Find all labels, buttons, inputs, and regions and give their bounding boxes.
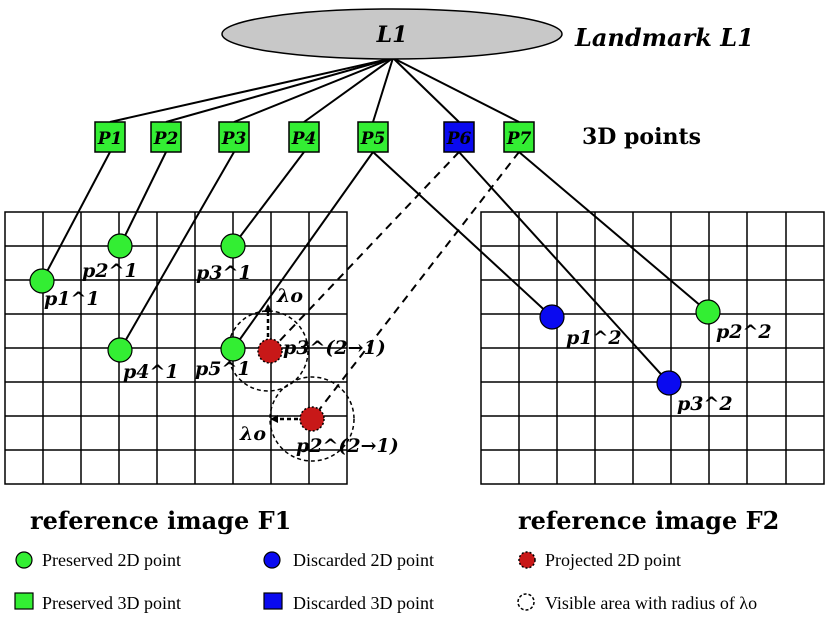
- points-2d-f1: [29, 233, 325, 432]
- point3d-p1-label: P1: [97, 129, 123, 149]
- point3d-p5-label: P5: [360, 129, 386, 149]
- landmark-ellipse: [221, 8, 563, 60]
- green-square-icon: [14, 592, 34, 610]
- dashed-circle-icon: [517, 593, 535, 611]
- label-p2-1: p2^1: [82, 260, 138, 282]
- point3d-p6: [443, 121, 475, 153]
- label-p5-1: p5^1: [195, 358, 251, 380]
- point3d-p3: [218, 121, 250, 153]
- blue-square-icon: [263, 592, 283, 610]
- radius-label-top: λo: [276, 285, 303, 307]
- landmark-edges: [109, 57, 520, 123]
- caption-image-f1: reference image F1: [30, 506, 291, 535]
- label-p4-1: p4^1: [123, 361, 179, 383]
- grid-image-f1: [4, 211, 348, 485]
- point3d-p1: [94, 121, 126, 153]
- legend-preserved-3d: Preserved 3D point: [42, 593, 181, 613]
- point-labels-f2: p1^2 p2^2 p3^2: [566, 321, 772, 415]
- legend-projected-2d: Projected 2D point: [545, 550, 681, 570]
- point2d-p1-1: [29, 268, 55, 294]
- legend-preserved-2d: Preserved 2D point: [42, 550, 181, 570]
- legend-discarded-3d: Discarded 3D point: [293, 593, 434, 613]
- observation-edges: [41, 151, 709, 384]
- point2d-p2-1: [107, 233, 133, 259]
- projected-p3-2to1: [257, 338, 283, 364]
- radius-label-bottom: λo: [239, 423, 266, 445]
- point3d-p2-label: P2: [153, 129, 179, 149]
- point2d-p2-2: [695, 299, 721, 325]
- visible-area-circle: [269, 376, 355, 462]
- label-p2-2: p2^2: [716, 321, 772, 343]
- points3d-caption: 3D points: [582, 124, 701, 150]
- point2d-p3-2: [656, 370, 682, 396]
- label-p2-2to1: p2^(2→1): [296, 435, 399, 457]
- green-circle-icon: [15, 551, 33, 569]
- point2d-p5-1: [220, 336, 246, 362]
- legend-visible-area: Visible area with radius of λo: [545, 593, 757, 613]
- red-dotted-circle-icon: [518, 551, 536, 569]
- point3d-p3-label: P3: [221, 129, 247, 149]
- label-p3-2to1: p3^(2→1): [283, 337, 386, 359]
- label-p3-2: p3^2: [677, 393, 733, 415]
- point3d-p4: [288, 121, 320, 153]
- point2d-p3-1: [220, 233, 246, 259]
- landmark-ellipse-label: L1: [376, 22, 408, 48]
- projected-p2-2to1: [299, 406, 325, 432]
- point2d-p1-2: [539, 304, 565, 330]
- point2d-p4-1: [107, 337, 133, 363]
- points-3d: P1 P2 P3 P4 P5 P6 P7: [94, 121, 535, 153]
- legend-discarded-2d: Discarded 2D point: [293, 550, 434, 570]
- blue-circle-icon: [263, 551, 281, 569]
- caption-image-f2: reference image F2: [518, 506, 779, 535]
- label-p3-1: p3^1: [196, 262, 252, 284]
- visible-area-circle: [227, 310, 309, 392]
- point3d-p6-label: P6: [446, 129, 472, 149]
- landmark-title: Landmark L1: [574, 23, 754, 52]
- points-2d-f2: [539, 299, 721, 396]
- point3d-p7: [503, 121, 535, 153]
- grid-image-f2: [480, 211, 825, 485]
- point3d-p7-label: P7: [506, 129, 532, 149]
- point3d-p4-label: P4: [291, 129, 317, 149]
- point-labels-f1: p1^1 p2^1 p3^1 p4^1 p5^1 p3^(2→1) p2^(2→…: [44, 260, 399, 457]
- point3d-p5: [357, 121, 389, 153]
- label-p1-2: p1^2: [566, 327, 622, 349]
- legend: Preserved 2D point Discarded 2D point Pr…: [14, 550, 757, 613]
- label-p1-1: p1^1: [44, 288, 100, 310]
- point3d-p2: [150, 121, 182, 153]
- projection-edges: [269, 151, 520, 420]
